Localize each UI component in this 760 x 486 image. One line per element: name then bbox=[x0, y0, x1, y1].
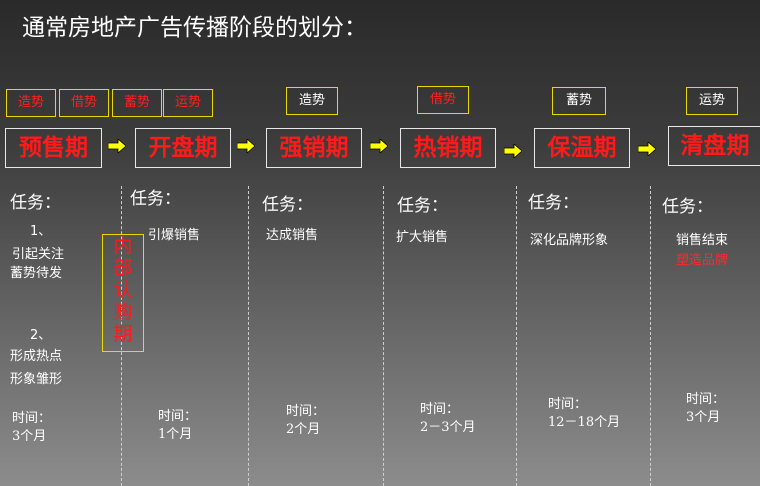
vertical-char: 内 bbox=[113, 235, 133, 257]
phase-strong-sales: 强销期 bbox=[266, 128, 362, 168]
task-item: 达成销售 bbox=[266, 228, 319, 243]
task-item: 扩大销售 bbox=[396, 230, 449, 245]
task-item: 深化品牌形象 bbox=[530, 233, 609, 248]
task-item: 销售结束 bbox=[676, 233, 729, 248]
task-item: 2、 bbox=[30, 328, 52, 343]
task-item: 形成热点 bbox=[10, 349, 63, 364]
time-label: 时间： bbox=[548, 397, 588, 412]
phase-opening: 开盘期 bbox=[135, 128, 231, 168]
task-label: 任务： bbox=[130, 189, 181, 209]
time-value: 3个月 bbox=[12, 429, 47, 444]
task-item: 形象雏形 bbox=[10, 372, 63, 387]
task-label: 任务： bbox=[10, 193, 61, 213]
phase-presale: 预售期 bbox=[5, 128, 102, 168]
vertical-char: 部 bbox=[113, 257, 133, 279]
time-value: 2－3个月 bbox=[420, 420, 476, 435]
tag-jieshi: 借势 bbox=[59, 89, 109, 117]
task-label: 任务： bbox=[662, 197, 713, 217]
phase-tag-qingpan: 运势 bbox=[686, 87, 738, 115]
phase-tag-qiangxiao: 造势 bbox=[286, 87, 338, 115]
time-value: 12－18个月 bbox=[548, 415, 621, 430]
time-value: 3个月 bbox=[686, 410, 721, 425]
divider bbox=[516, 186, 517, 486]
time-value: 1个月 bbox=[158, 427, 193, 442]
task-item: 1、 bbox=[30, 224, 52, 239]
phase-keep-warm: 保温期 bbox=[534, 128, 630, 168]
task-label: 任务： bbox=[262, 195, 313, 215]
internal-subscription-period: 内 部 认 购 期 bbox=[102, 234, 144, 352]
task-item: 蓄势待发 bbox=[10, 266, 63, 281]
divider bbox=[248, 186, 249, 486]
task-item: 引爆销售 bbox=[148, 228, 201, 243]
time-label: 时间： bbox=[686, 392, 726, 407]
time-value: 2个月 bbox=[286, 422, 321, 437]
time-label: 时间： bbox=[286, 404, 326, 419]
phase-hot-sales: 热销期 bbox=[400, 128, 496, 168]
task-item: 塑造品牌 bbox=[676, 253, 729, 268]
task-label: 任务： bbox=[528, 193, 579, 213]
task-item: 引起关注 bbox=[12, 247, 65, 262]
time-label: 时间： bbox=[420, 402, 460, 417]
phase-tag-rexiao: 借势 bbox=[417, 86, 469, 114]
vertical-char: 认 bbox=[113, 279, 133, 301]
arrow-right-icon bbox=[370, 139, 388, 153]
time-label: 时间： bbox=[12, 411, 52, 426]
phase-clearance: 清盘期 bbox=[668, 126, 760, 166]
arrow-right-icon bbox=[108, 139, 126, 153]
arrow-right-icon bbox=[638, 142, 656, 156]
vertical-char: 期 bbox=[113, 323, 133, 345]
divider bbox=[650, 186, 651, 486]
vertical-char: 购 bbox=[113, 301, 133, 323]
tag-xushi: 蓄势 bbox=[112, 89, 162, 117]
tag-yunshi: 运势 bbox=[163, 89, 213, 117]
page-title: 通常房地产广告传播阶段的划分： bbox=[22, 15, 367, 41]
divider bbox=[121, 186, 122, 486]
arrow-right-icon bbox=[237, 139, 255, 153]
divider bbox=[383, 186, 384, 486]
time-label: 时间： bbox=[158, 409, 198, 424]
tag-zaoshi: 造势 bbox=[6, 89, 56, 117]
task-label: 任务： bbox=[397, 196, 448, 216]
arrow-right-icon bbox=[504, 144, 522, 158]
phase-tag-baowen: 蓄势 bbox=[552, 87, 606, 115]
